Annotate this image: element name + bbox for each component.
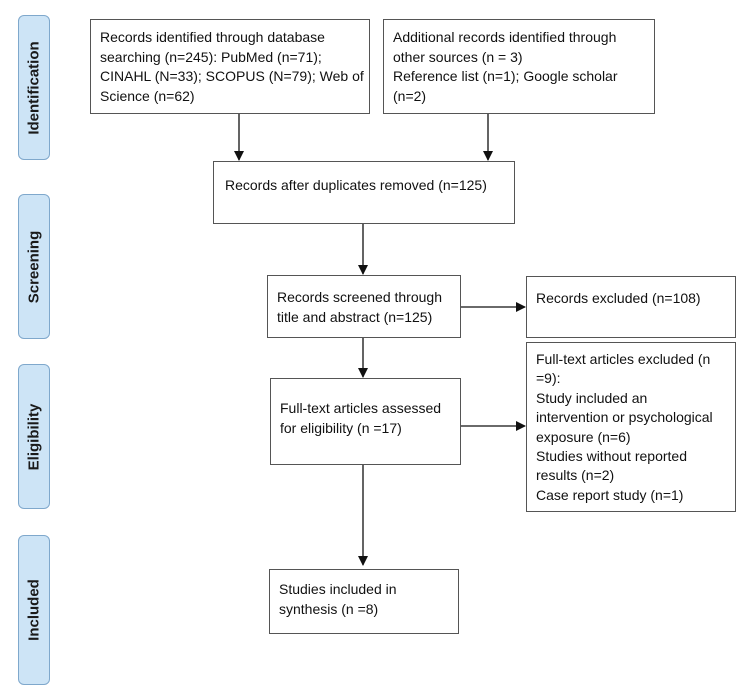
stage-label-included: Included [18, 535, 50, 685]
box-duplicates-removed: Records after duplicates removed (n=125) [213, 161, 515, 224]
box-studies-included: Studies included in synthesis (n =8) [269, 569, 459, 634]
box-records-excluded: Records excluded (n=108) [526, 276, 736, 338]
stage-label-identification: Identification [18, 15, 50, 160]
stage-label-eligibility: Eligibility [18, 364, 50, 509]
box-additional-records: Additional records identified through ot… [383, 19, 655, 114]
box-fulltext-excluded: Full-text articles excluded (n =9): Stud… [526, 342, 736, 512]
box-fulltext-assessed: Full-text articles assessed for eligibil… [270, 378, 461, 465]
box-records-screened: Records screened through title and abstr… [267, 275, 461, 338]
stage-label-screening: Screening [18, 194, 50, 339]
box-database-records: Records identified through database sear… [90, 19, 370, 114]
